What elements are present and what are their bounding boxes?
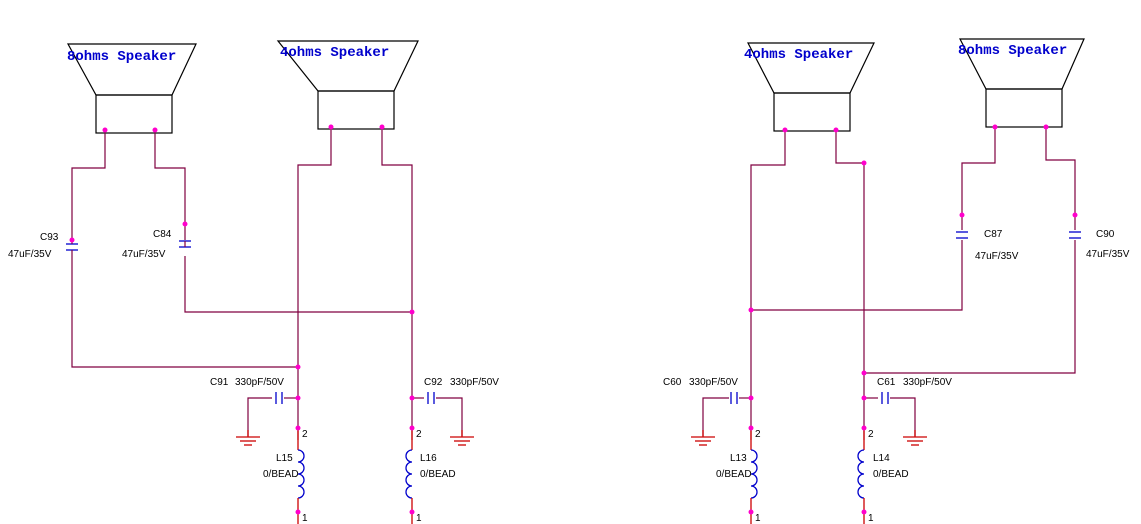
cap-value: 330pF/50V (235, 377, 284, 388)
cap-ref: C90 (1096, 229, 1115, 240)
ground-icon (691, 430, 715, 446)
capacitor-c91: C91 330pF/50V (210, 377, 284, 404)
speaker-title: 4ohms Speaker (280, 45, 389, 61)
cap-value: 330pF/50V (903, 377, 952, 388)
capacitor-c60: C60 330pF/50V (663, 377, 738, 404)
inductor-ref: L16 (420, 453, 437, 464)
inductor-l16: 2 1 L16 0/BEAD (405, 428, 456, 524)
speaker-4ohms-left: 4ohms Speaker (276, 40, 419, 130)
ground-icon (236, 430, 260, 446)
junction-dots-left (69, 124, 415, 515)
inductor-ref: L13 (730, 453, 747, 464)
cap-value: 47uF/35V (8, 249, 52, 260)
pin-bottom: 1 (302, 513, 308, 524)
pin-bottom: 1 (755, 513, 761, 524)
speaker-4ohms-right: 4ohms Speaker (744, 42, 875, 132)
cap-ref: C60 (663, 377, 682, 388)
pin-top: 2 (416, 429, 422, 440)
cap-value: 47uF/35V (1086, 249, 1130, 260)
cap-ref: C87 (984, 229, 1003, 240)
capacitor-c84: C84 47uF/35V (122, 229, 191, 260)
wires-left (71, 127, 463, 440)
inductor-value: 0/BEAD (263, 469, 299, 480)
ground-icon (450, 430, 474, 446)
pin-top: 2 (302, 429, 308, 440)
speaker-title: 8ohms Speaker (958, 43, 1067, 59)
pin-bottom: 1 (868, 513, 874, 524)
capacitor-c90: C90 47uF/35V (1069, 229, 1130, 260)
capacitor-c87: C87 47uF/35V (956, 229, 1019, 262)
speaker-title: 4ohms Speaker (744, 47, 853, 63)
cap-ref: C93 (40, 232, 59, 243)
cap-ref: C91 (210, 377, 229, 388)
inductor-l14: 2 1 L14 0/BEAD (857, 428, 909, 524)
inductor-l13: 2 1 L13 0/BEAD (716, 428, 761, 524)
cap-value: 330pF/50V (689, 377, 738, 388)
pin-top: 2 (868, 429, 874, 440)
inductor-ref: L15 (276, 453, 293, 464)
wires-right (702, 127, 1076, 440)
cap-ref: C61 (877, 377, 896, 388)
inductor-value: 0/BEAD (873, 469, 909, 480)
inductor-ref: L14 (873, 453, 890, 464)
inductor-value: 0/BEAD (716, 469, 752, 480)
cap-ref: C92 (424, 377, 443, 388)
junction-dots-right (748, 124, 1078, 515)
cap-value: 47uF/35V (975, 251, 1019, 262)
cap-value: 330pF/50V (450, 377, 499, 388)
speaker-title: 8ohms Speaker (67, 49, 176, 65)
ground-icon (903, 430, 927, 446)
capacitor-c93: C93 47uF/35V (8, 232, 78, 260)
inductor-value: 0/BEAD (420, 469, 456, 480)
capacitor-c61: C61 330pF/50V (877, 377, 952, 404)
speaker-8ohms-left: 8ohms Speaker (66, 43, 197, 134)
pin-top: 2 (755, 429, 761, 440)
cap-ref: C84 (153, 229, 172, 240)
capacitor-c92: C92 330pF/50V (424, 377, 499, 404)
inductor-l15: 2 1 L15 0/BEAD (263, 428, 308, 524)
cap-value: 47uF/35V (122, 249, 166, 260)
pin-bottom: 1 (416, 513, 422, 524)
speaker-8ohms-right: 8ohms Speaker (958, 38, 1085, 128)
